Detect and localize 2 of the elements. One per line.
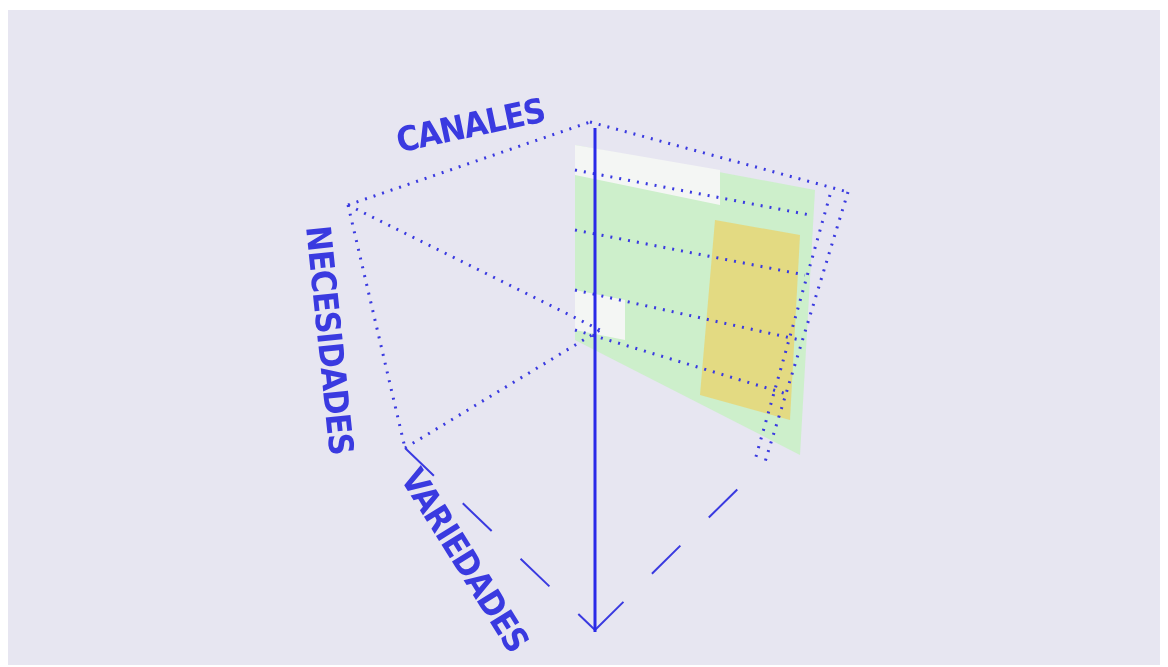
axis-label: NECESIDADES — [300, 224, 359, 456]
axis-label: CANALES — [392, 92, 548, 158]
